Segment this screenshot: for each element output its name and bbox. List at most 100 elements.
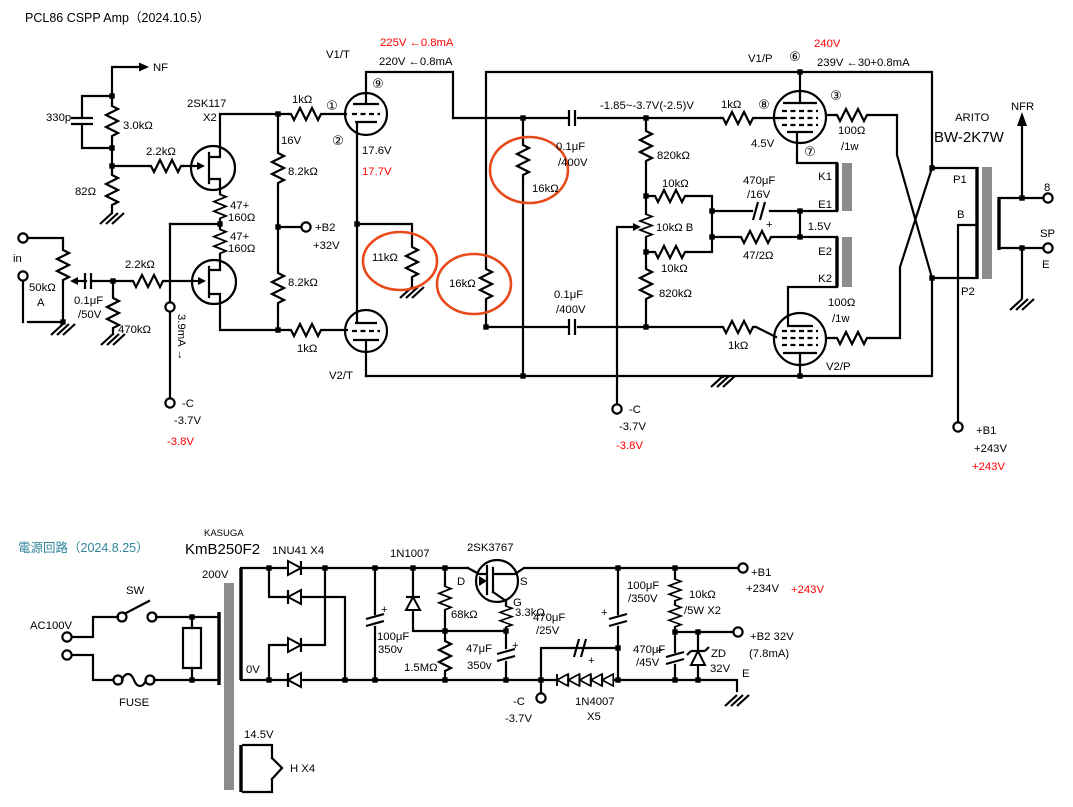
k2-label: K2 [818, 273, 832, 285]
highlight-11k [361, 230, 439, 292]
r82-label: 82Ω [75, 186, 96, 198]
r10k-label: 10kΩ [689, 589, 716, 601]
c100-2-plus: + [601, 607, 608, 619]
v1t-label: V1/T [326, 49, 350, 61]
e2-label: E2 [818, 246, 832, 258]
r16k-hi-label: 16kΩ [532, 183, 559, 195]
r2k2-fb-label: 2.2kΩ [146, 146, 176, 158]
e-label: E [1042, 259, 1050, 271]
tube-v1p [772, 89, 828, 145]
psu-title: 電源回路（2024.8.25） [18, 540, 149, 555]
pin8-label: ⑧ [758, 97, 770, 112]
ac-terminal [61, 631, 73, 643]
bridge-label: 1NU41 X4 [272, 545, 324, 557]
fet-type-label: 2SK117 [187, 98, 226, 110]
c470-25v-label: /25V [536, 625, 560, 637]
e1-label: E1 [818, 199, 832, 211]
pin9-label: ⑨ [372, 76, 384, 91]
minus-c2-meas-label: -3.8V [616, 440, 643, 452]
in-label: in [13, 253, 22, 265]
highlight-16k-high [488, 135, 570, 205]
r1k-v1t-label: 1kΩ [292, 94, 312, 106]
sw-label: SW [126, 585, 145, 597]
v239-label: 239V ←30+0.8mA [817, 57, 910, 69]
r2k2-in-label: 2.2kΩ [125, 259, 155, 271]
fuse-label: FUSE [119, 697, 150, 709]
v4-5-label: 4.5V [751, 138, 775, 150]
c100-1v-label: 350v [378, 644, 403, 656]
c470-25-plus: + [588, 655, 595, 667]
c470-45-label: 470μF [633, 644, 665, 656]
c470-label: 470μF [743, 175, 775, 187]
b1-meas-label: +243V [972, 461, 1005, 473]
highlight-16k-low [435, 252, 513, 316]
input-terminal [17, 232, 29, 244]
b2-label: +B2 [315, 222, 335, 234]
c47-label: 47μF [466, 643, 492, 655]
r10-b-label: 10kΩ B [656, 222, 693, 234]
r470k-label: 470kΩ [118, 324, 151, 336]
inrush-resistor-box [181, 626, 203, 670]
psu-b1-meas-label: +243V [791, 584, 824, 596]
psu-b1-label: +B1 [751, 567, 771, 579]
r10-1-label: 10kΩ [662, 178, 689, 190]
d-string-qty-label: X5 [587, 711, 601, 723]
fet-2sk117-upper [189, 144, 237, 192]
c1-label: 0.1μF [556, 141, 585, 153]
psu-b1-terminal [737, 562, 749, 574]
v1p-label: V1/P [748, 53, 773, 65]
c47-plus: + [512, 640, 519, 652]
ground-icon [98, 211, 126, 226]
v14-5-label: 14.5V [244, 729, 274, 741]
r1m5-label: 1.5MΩ [404, 662, 438, 674]
minus-c-terminal [611, 403, 623, 415]
ground-icon [723, 693, 751, 708]
r47-2-label: 47+ [230, 231, 250, 243]
opt-model-label: BW-2K7W [934, 129, 1005, 146]
k1-label: K1 [818, 171, 832, 183]
g-label: G [513, 597, 522, 609]
ac-label: AC100V [30, 620, 73, 632]
r820-2-label: 820kΩ [659, 288, 692, 300]
d-prot-label: 1N1007 [390, 548, 430, 560]
highlight-ellipses [361, 135, 570, 316]
c100-2v-label: /350V [628, 593, 658, 605]
v0-label: 0V [246, 664, 260, 676]
psu-transformer [217, 568, 243, 792]
r1k-v1p-label: 1kΩ [721, 99, 741, 111]
v200-label: 200V [202, 569, 229, 581]
psu-b2-terminal [732, 626, 744, 638]
amp-section: PCL86 CSPP Amp（2024.10.5） NF 330p 3.0kΩ … [13, 11, 1055, 473]
pin6-label: ⑥ [789, 49, 801, 64]
r10-2-label: 10kΩ [661, 263, 688, 275]
r3k3-label: 3.3kΩ [515, 607, 545, 619]
r16k-lo-label: 16kΩ [449, 278, 476, 290]
psu-b2-ma-label: (7.8mA) [749, 648, 789, 660]
zd-v-label: 32V [710, 663, 731, 675]
c470-45v-label: /45V [636, 657, 660, 669]
p1-label: P1 [953, 174, 967, 186]
v220-label: 220V ←0.8mA [379, 56, 453, 68]
v225-label: 225V ←0.8mA [380, 37, 454, 49]
opt-maker-label: ARITO [955, 112, 990, 124]
d-string-label: 1N4007 [575, 696, 615, 708]
psu-labels: 電源回路（2024.8.25） KASUGA KmB250F2 AC100V S… [18, 528, 824, 775]
c470-25-label: 470μF [533, 612, 565, 624]
v16-label: 16V [281, 135, 302, 147]
bias-range-label: -1.85~-3.7V(-2.5)V [600, 100, 694, 112]
output-transformer [975, 167, 1001, 279]
minus-c-label: -C [182, 398, 194, 410]
r3k0-label: 3.0kΩ [123, 120, 153, 132]
minus-c-meas-label: -3.8V [167, 436, 194, 448]
c470-45-plus: + [656, 645, 663, 657]
c100-2-label: 100μF [627, 580, 659, 592]
fet-2sk117-lower [190, 258, 238, 306]
d-label: D [457, 576, 465, 588]
r10k-w-label: /5W X2 [684, 605, 721, 617]
ground-icon [1008, 297, 1036, 312]
c100-1-plus: + [381, 604, 388, 616]
tube-v2t [343, 308, 389, 354]
c470-plus: + [766, 219, 773, 231]
